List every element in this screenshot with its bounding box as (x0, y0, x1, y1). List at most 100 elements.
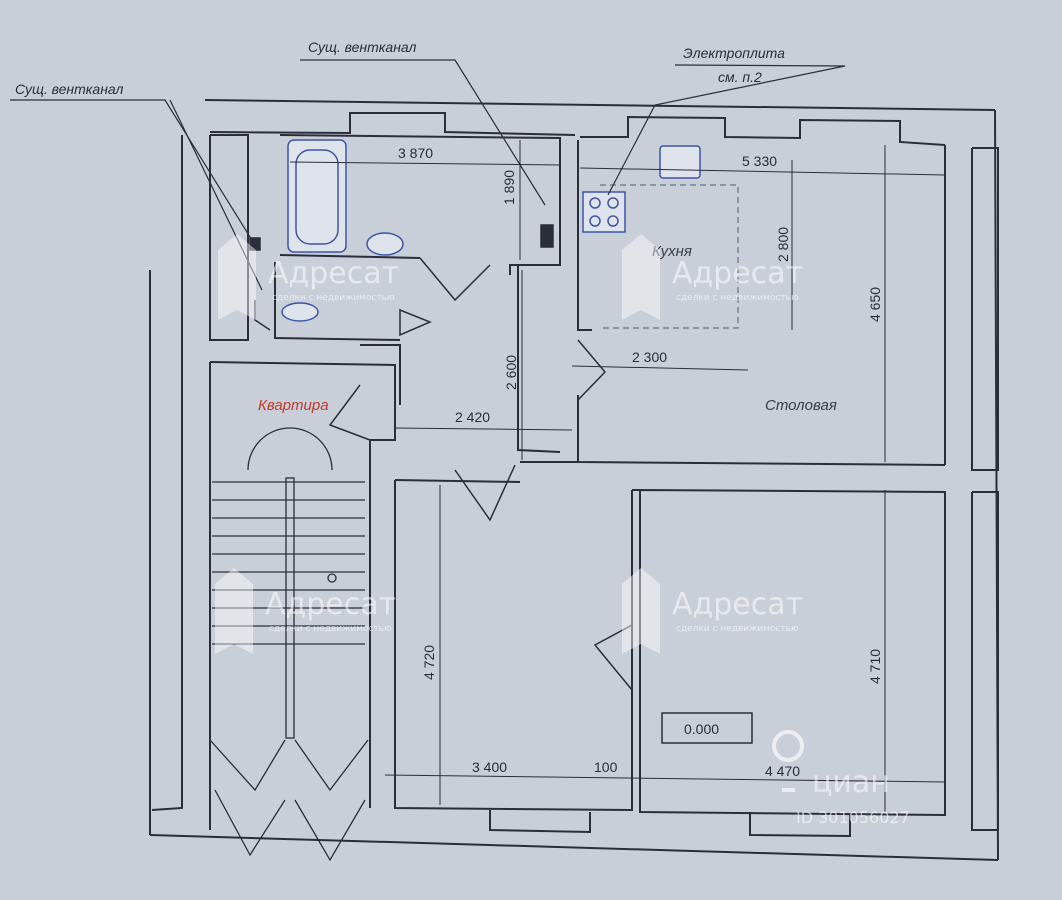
stove-burner-2 (607, 197, 619, 209)
fixtures (249, 139, 701, 322)
room-dining: Столовая (765, 397, 837, 414)
watermark-brand: Адресат (672, 256, 803, 291)
walls (149, 99, 999, 861)
level-mark: 0.000 (684, 721, 719, 737)
hall-wall-left (360, 344, 401, 405)
stairwell (209, 361, 396, 808)
entrance-door-left (209, 739, 286, 792)
stove-burner-3 (589, 215, 601, 227)
room-kitchen: Кухня (652, 243, 692, 260)
cian-logo: циан (812, 765, 890, 800)
dim-room1-width: 3 400 (472, 759, 507, 775)
watermark-brand: Адресат (265, 587, 396, 622)
house-logo-icon (622, 568, 660, 654)
door-room1 (454, 464, 516, 522)
stair-marker (327, 573, 337, 583)
room2-outline (639, 489, 946, 817)
dim-line-2420 (394, 427, 573, 431)
room1-walls (394, 479, 521, 483)
watermark-brand: Адресат (672, 587, 803, 622)
hall-wall-mid (517, 265, 561, 453)
pin-icon (772, 730, 805, 792)
dim-room2-width: 4 470 (765, 763, 800, 779)
kitchen-sink (659, 145, 701, 179)
dim-line-2300 (571, 365, 749, 371)
dim-line-bottom (384, 774, 946, 783)
door-room2 (593, 624, 633, 691)
dimension-lines (289, 140, 946, 812)
outer-wall-bottom (149, 834, 999, 861)
leader-lines (10, 59, 846, 291)
watermark-4: Адресат сделки с недвижимостью (622, 568, 803, 654)
sink (366, 232, 404, 256)
kitchen-counter (600, 184, 739, 329)
dim-bath-depth: 1 890 (501, 170, 517, 205)
dim-dining-depth: 4 650 (867, 287, 883, 322)
leader-vent-left-2 (169, 99, 263, 291)
window-bottom-2 (749, 812, 851, 838)
partitions (209, 134, 946, 838)
door-kitchen (577, 339, 607, 401)
level-mark-box (661, 712, 753, 744)
door-apartment (328, 384, 371, 441)
house-logo-icon (622, 234, 660, 320)
watermark-tagline: сделки с недвижимостью (269, 624, 392, 634)
wc-walls (274, 262, 401, 341)
doors (254, 257, 633, 691)
stove-burner-1 (589, 197, 601, 209)
vent-shaft (540, 224, 554, 248)
stove (582, 191, 626, 233)
cian-id: ID 301056027 (796, 808, 910, 827)
note-vent-center: Сущ. вентканал (308, 39, 417, 55)
door-wc (399, 308, 432, 337)
watermark-tagline: сделки с недвижимостью (272, 293, 395, 303)
left-shaft (209, 134, 249, 341)
door-bath (419, 257, 491, 302)
note-stove-line2: см. п.2 (718, 69, 762, 85)
stove-burner-4 (607, 215, 619, 227)
dim-line-5330 (579, 167, 946, 176)
dim-bath-width: 3 870 (398, 145, 433, 161)
door-left-hall (254, 300, 271, 331)
dim-line-3870 (289, 161, 561, 166)
note-vent-left: Сущ. вентканал (15, 81, 124, 97)
inner-wall-left (151, 135, 183, 811)
inner-wall-top-right (580, 115, 946, 146)
leader-vent-left (10, 99, 256, 246)
entrance-door-right (294, 739, 369, 792)
house-logo-icon (215, 568, 253, 654)
right-column (971, 147, 999, 471)
watermark-2: Адресат сделки с недвижимостью (622, 234, 803, 320)
room-apartment: Квартира (258, 397, 329, 414)
leader-vent-center (300, 59, 546, 206)
house-logo-icon (218, 234, 256, 320)
dim-room1-depth: 4 720 (421, 645, 437, 680)
dim-kitchen-width: 5 330 (742, 153, 777, 169)
bathtub-inner (295, 149, 339, 245)
watermark-1: Адресат сделки с недвижимостью (218, 234, 399, 320)
watermark-3: Адресат сделки с недвижимостью (215, 568, 396, 654)
bathtub (287, 139, 347, 253)
kitchen-left-lower (577, 395, 946, 466)
note-stove-line1: Электроплита (683, 45, 785, 61)
watermark-brand: Адресат (268, 256, 399, 291)
dim-room2-depth: 4 710 (867, 649, 883, 684)
dim-hall-width: 2 420 (455, 409, 490, 425)
staircase (209, 427, 369, 862)
stair-arc (247, 427, 333, 471)
inner-wall-top (209, 112, 576, 136)
dim-wall-gap: 100 (594, 759, 618, 775)
leader-stove (607, 64, 846, 196)
watermark-cian: циан ID 301056027 (772, 730, 910, 827)
watermark-tagline: сделки с недвижимостью (676, 624, 799, 634)
dim-kitchen-span: 2 300 (632, 349, 667, 365)
right-column-2 (971, 491, 999, 831)
toilet (281, 302, 319, 322)
dim-hall-depth: 2 600 (503, 355, 519, 390)
room1-outline (394, 480, 633, 812)
window-bottom-1 (489, 810, 591, 834)
kitchen-left-wall (577, 140, 592, 331)
bathroom-bottom (279, 254, 421, 259)
entrance-door-left-2 (214, 789, 286, 857)
